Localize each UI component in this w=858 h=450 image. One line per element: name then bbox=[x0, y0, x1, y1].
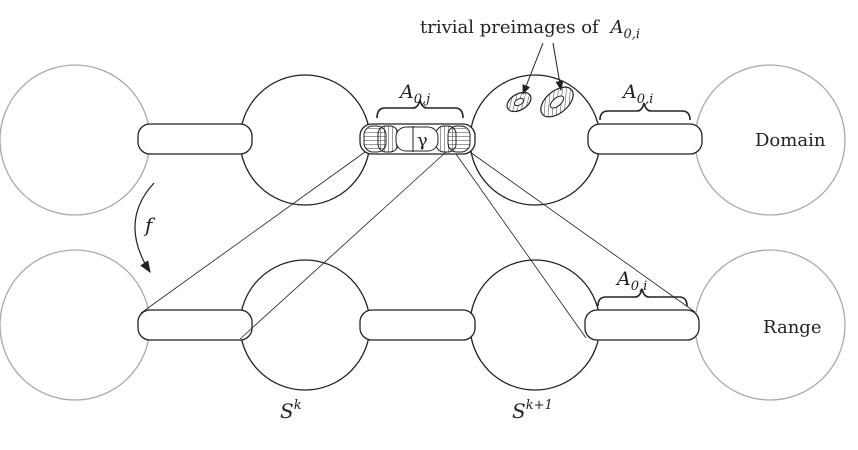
brace-a0i-range bbox=[597, 288, 688, 307]
range-tube-right bbox=[584, 309, 700, 341]
domain-tube-right bbox=[587, 123, 703, 155]
a0j-domain-label: A0,j bbox=[398, 81, 430, 107]
f-label: f bbox=[143, 213, 156, 237]
brace-a0i-domain bbox=[599, 102, 691, 121]
range-tube-left bbox=[137, 309, 253, 341]
range-tube-middle bbox=[359, 309, 476, 341]
s-k1-label: Sk+1 bbox=[512, 398, 553, 423]
preimage-arrow-2 bbox=[552, 42, 564, 91]
range-sphere-k1 bbox=[469, 259, 601, 391]
trivial-preimages-label: trivial preimages of A0,i bbox=[420, 17, 640, 42]
domain-left-faint-sphere bbox=[0, 64, 151, 216]
preimage-arrow-1 bbox=[522, 42, 544, 95]
brace-a0j-domain bbox=[376, 99, 464, 119]
s-k-label: Sk bbox=[280, 398, 302, 423]
domain-sphere-k1 bbox=[469, 74, 601, 206]
domain-sphere-k bbox=[239, 74, 371, 206]
domain-label: Domain bbox=[755, 130, 826, 151]
a0i-range-label: A0,i bbox=[615, 268, 647, 294]
gamma-label: γ bbox=[417, 130, 428, 151]
a0i-domain-label: A0,i bbox=[621, 81, 653, 107]
f-arrow bbox=[134, 182, 155, 274]
domain-row: γ bbox=[0, 42, 846, 216]
trivial-preimage-large bbox=[540, 86, 574, 118]
trivial-preimage-small bbox=[506, 91, 532, 113]
domain-tube-middle-annulus bbox=[359, 123, 476, 155]
map-lines bbox=[140, 151, 696, 340]
range-left-faint-sphere bbox=[0, 249, 151, 401]
range-label: Range bbox=[763, 317, 821, 338]
domain-tube-left bbox=[137, 123, 253, 155]
range-row bbox=[0, 249, 846, 401]
